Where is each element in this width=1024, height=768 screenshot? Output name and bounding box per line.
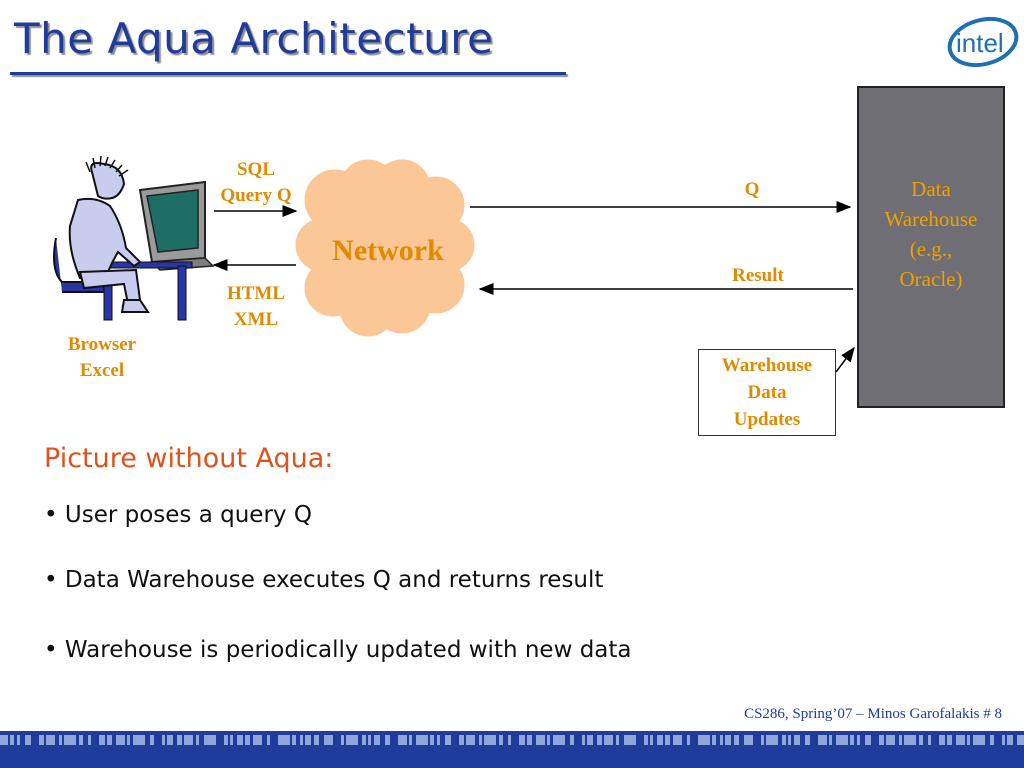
warehouse-updates-box bbox=[698, 349, 836, 436]
result-label: Result bbox=[732, 265, 784, 286]
updates-arrow bbox=[835, 346, 855, 373]
sql-query-label: SQL Query Q bbox=[220, 159, 292, 206]
slide-title: The Aqua Architecture bbox=[14, 14, 494, 63]
html-xml-label: HTML XML bbox=[226, 283, 286, 330]
slide-footer: CS286, Spring’07 – Minos Garofalakis # 8 bbox=[744, 706, 1002, 722]
warehouse-updates-label: Warehouse Data Updates bbox=[721, 355, 813, 430]
title-underline bbox=[10, 72, 566, 75]
data-warehouse-box bbox=[857, 86, 1005, 408]
bullet-item: • Data Warehouse executes Q and returns … bbox=[44, 567, 604, 593]
browser-excel-label: Browser Excel bbox=[67, 334, 137, 381]
network-cloud-icon bbox=[295, 159, 475, 337]
user-at-computer-icon bbox=[53, 155, 215, 321]
architecture-diagram bbox=[53, 155, 855, 373]
data-warehouse-label: Data Warehouse (e.g., Oracle) bbox=[884, 177, 978, 291]
network-label: Network bbox=[332, 234, 444, 267]
q-label: Q bbox=[744, 179, 760, 200]
intel-logo-text: intel bbox=[956, 28, 1004, 58]
bullet-item: • Warehouse is periodically updated with… bbox=[44, 637, 632, 663]
decorative-bottom-bar bbox=[0, 731, 1024, 768]
intel-logo-icon: intel bbox=[947, 16, 1019, 68]
picture-without-aqua-heading: Picture without Aqua: bbox=[44, 443, 334, 474]
bullet-item: • User poses a query Q bbox=[44, 502, 312, 528]
